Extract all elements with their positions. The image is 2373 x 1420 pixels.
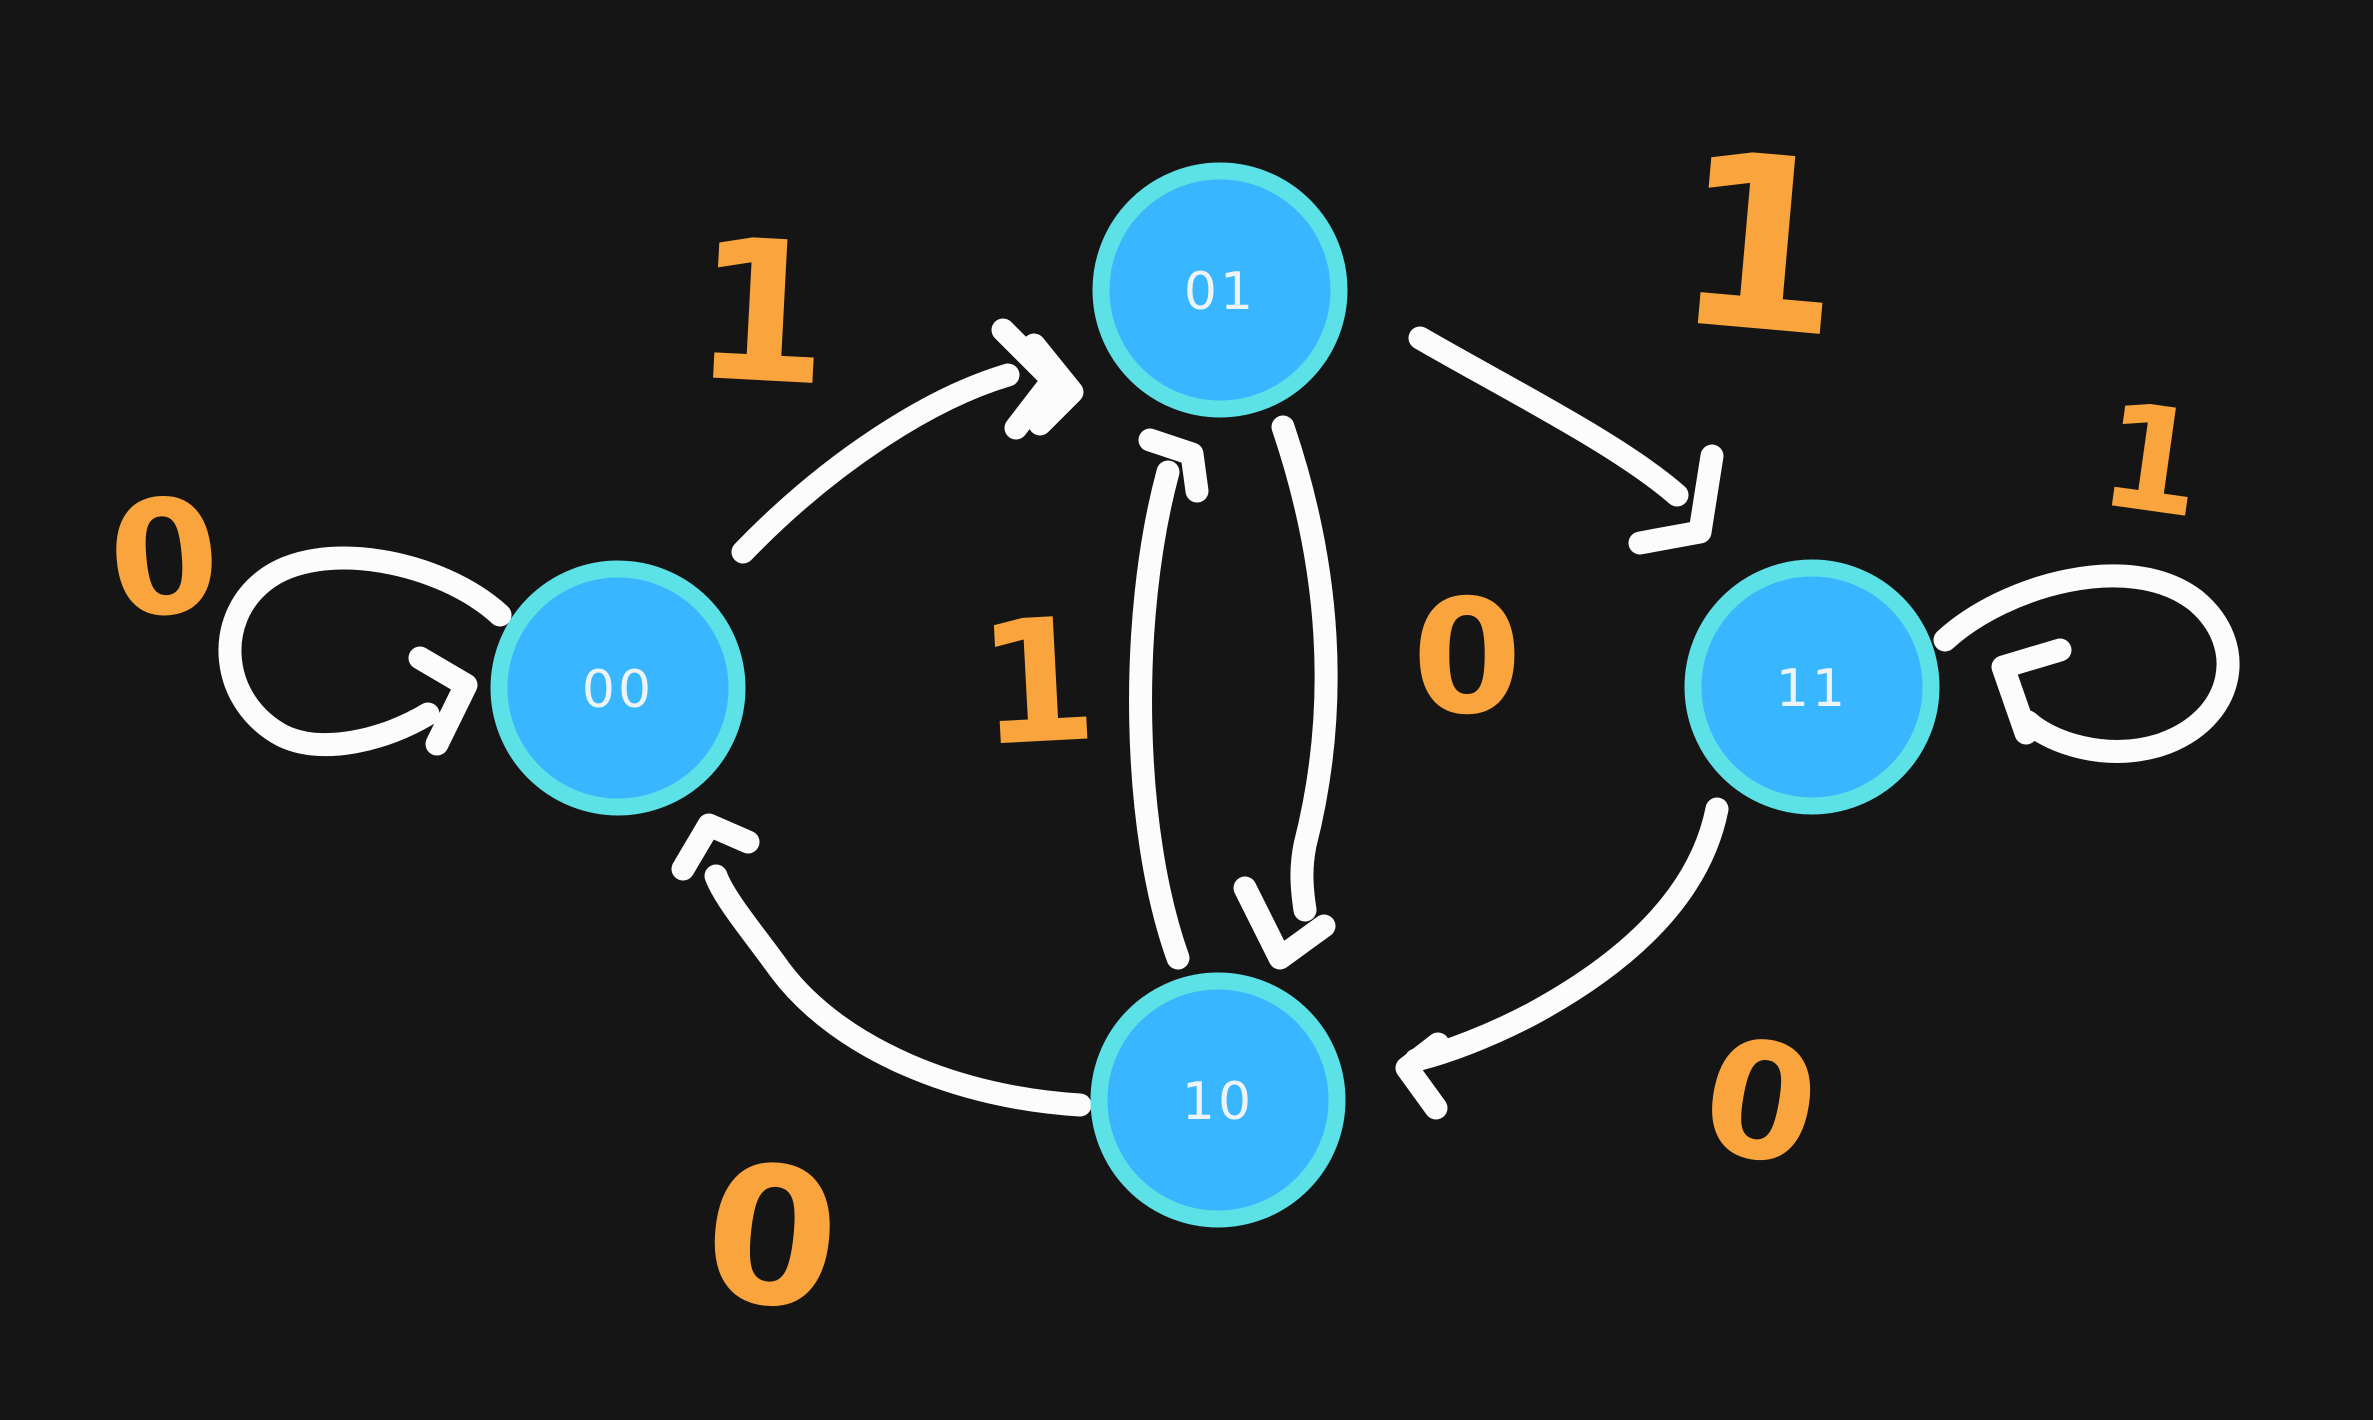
transition-label-01-10[interactable]: 0 (1412, 566, 1522, 750)
state-label-01: 01 (1184, 262, 1256, 322)
state-circle-10 (1090, 972, 1346, 1228)
state-node-00[interactable]: 00 (490, 560, 746, 816)
state-node-11[interactable]: 11 (1684, 559, 1940, 815)
transition-11-10-stroke (1404, 797, 1729, 1072)
transition-label-10-01[interactable]: 1 (973, 581, 1101, 785)
transition-label-00-01[interactable]: 1 (688, 196, 835, 430)
state-circle-00 (490, 560, 746, 816)
transition-label-11-10[interactable]: 0 (1690, 1001, 1832, 1204)
state-circle-11 (1684, 559, 1940, 815)
self-loop-arrow-11[interactable] (1933, 564, 2240, 763)
transition-arrow-01-11[interactable] (1408, 326, 1724, 555)
transition-01-11-stroke (1408, 326, 1689, 507)
transition-01-11-arrowhead (1628, 444, 1724, 555)
self-loop-00-arrowhead (408, 646, 478, 756)
transition-10-00-stroke (704, 864, 1092, 1117)
transition-00-01-arrowhead-2 (1022, 333, 1084, 436)
transition-arrow-10-01[interactable] (1129, 428, 1209, 970)
transition-10-01-stroke (1129, 460, 1190, 970)
transition-arrow-00-01[interactable] (731, 318, 1084, 564)
self-loop-11-stroke (1933, 564, 2240, 763)
state-node-01[interactable]: 01 (1092, 162, 1348, 418)
state-circle-01 (1092, 162, 1348, 418)
transition-label-10-00[interactable]: 0 (695, 1121, 850, 1355)
transition-10-00-arrowhead (671, 813, 760, 881)
self-loop-arrow-00[interactable] (218, 546, 512, 757)
state-node-10[interactable]: 10 (1090, 972, 1346, 1228)
transition-11-10-arrowhead (1395, 1032, 1450, 1120)
transition-00-01-stroke (731, 363, 1020, 564)
transition-01-10-stroke (1271, 415, 1338, 922)
transition-label-11-11[interactable]: 1 (2090, 370, 2213, 551)
transition-arrow-11-10[interactable] (1395, 797, 1729, 1120)
self-loop-00-stroke (218, 546, 512, 757)
transition-arrow-10-00[interactable] (671, 813, 1092, 1117)
self-loop-11-arrowhead (1991, 638, 2072, 745)
transition-label-00-00[interactable]: 0 (102, 463, 228, 656)
transition-10-01-arrowhead (1138, 428, 1209, 503)
state-label-00: 00 (582, 660, 654, 720)
transition-arrow-01-10[interactable] (1233, 415, 1338, 970)
transition-01-10-arrowhead (1233, 876, 1336, 970)
state-label-10: 10 (1182, 1072, 1254, 1132)
transition-label-01-11[interactable]: 1 (1665, 99, 1856, 392)
state-label-11: 11 (1776, 659, 1848, 719)
